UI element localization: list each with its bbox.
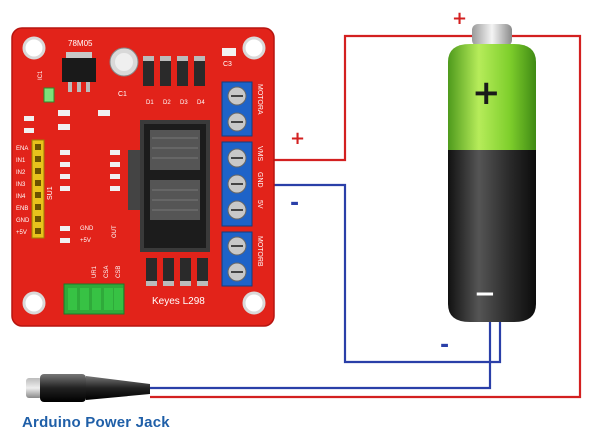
motorb-label: MOTORB: [256, 236, 263, 267]
motor-b-terminal: [221, 231, 253, 287]
dc-power-jack: [26, 374, 150, 402]
power-terminal: [221, 141, 253, 227]
pin-label: IN3: [16, 182, 26, 188]
battery-cap: [472, 24, 512, 46]
v5-silk-label: +5V: [80, 238, 91, 244]
terminal-minus-mark: -: [290, 191, 299, 216]
out-silk-label: OUT: [112, 225, 118, 238]
c3-label: C3: [223, 61, 232, 68]
top-plus-mark: +: [452, 8, 467, 29]
board-model-label: Keyes L298: [152, 296, 205, 307]
jumper-block: [63, 283, 125, 315]
battery-minus-symbol: −: [474, 279, 496, 309]
gnd-silk-label: GND: [80, 226, 94, 232]
diode-label: D4: [197, 100, 205, 106]
ur-label: UR1: [92, 265, 98, 278]
negative-wire: [150, 183, 502, 390]
pin-label: IN4: [16, 194, 26, 200]
c1-label: C1: [118, 91, 127, 98]
capacitor-c1: [109, 47, 139, 77]
pin-label: IN1: [16, 158, 26, 164]
mount-hole: [242, 36, 266, 60]
pin-label: ENB: [16, 206, 28, 212]
battery-minus-mark: -: [440, 333, 449, 358]
pin-label: +5V: [16, 230, 27, 236]
l298-driver-board: 78M05 IC1 C1 C3 D1 D2 D3 D4: [11, 27, 275, 327]
v5-terminal-label: 5V: [256, 200, 263, 209]
pin-label: GND: [16, 218, 30, 224]
mount-hole: [242, 291, 266, 315]
csb-label: CSB: [116, 266, 122, 278]
vms-label: VMS: [256, 146, 263, 162]
diode-row-bottom: [146, 258, 208, 286]
mount-hole: [22, 291, 46, 315]
diode-label: D2: [163, 100, 171, 106]
positive-wire: [150, 34, 582, 399]
regulator-label: 78M05: [68, 39, 93, 48]
battery: [448, 24, 536, 322]
diode-label: D1: [146, 100, 154, 106]
motora-label: MOTORA: [256, 84, 263, 115]
diode-row-top: [143, 56, 205, 86]
capacitor-c3: [222, 48, 236, 56]
resistor-array: [24, 110, 120, 243]
voltage-regulator: [62, 52, 96, 92]
terminal-plus-mark: +: [290, 128, 305, 149]
control-header: [31, 139, 45, 239]
mount-hole: [22, 36, 46, 60]
battery-plus-symbol: +: [472, 73, 501, 113]
l298-chip-heatsink: [128, 120, 210, 252]
su1-label: SU1: [47, 186, 54, 200]
diode-label: D3: [180, 100, 188, 106]
power-led: [43, 87, 55, 103]
power-jack-caption: Arduino Power Jack: [22, 414, 170, 431]
csa-label: CSA: [104, 266, 110, 278]
motor-a-terminal: [221, 81, 253, 137]
ic-label: IC1: [38, 70, 44, 80]
pin-label: IN2: [16, 170, 26, 176]
gnd-terminal-label: GND: [256, 172, 263, 188]
pin-label: ENA: [16, 146, 28, 152]
